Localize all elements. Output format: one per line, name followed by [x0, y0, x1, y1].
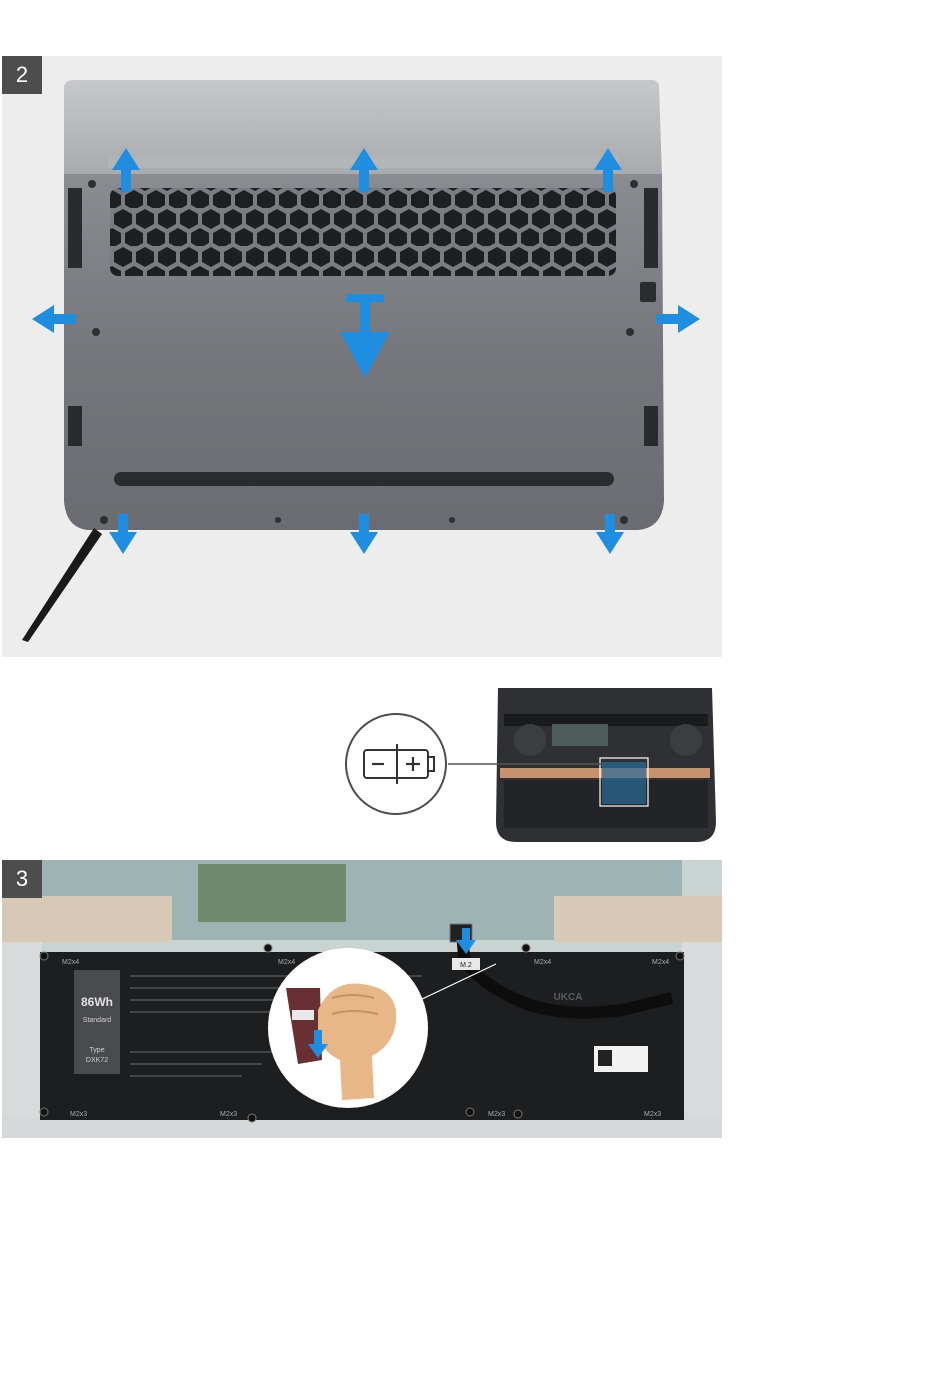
step-2-panel: 2 [2, 56, 722, 657]
cable-pull-detail [268, 948, 428, 1108]
battery-type-code: DXK72 [86, 1057, 108, 1064]
battery-standard-text: Standard [83, 1017, 112, 1024]
battery-type-text: Type [89, 1047, 104, 1054]
hex-vent-grille [110, 188, 616, 276]
screw-label: M2x4 [62, 959, 79, 966]
svg-text:M.2: M.2 [460, 962, 472, 969]
memory-module [198, 864, 346, 922]
battery-cable-callout [340, 682, 730, 847]
step-number-badge: 3 [2, 860, 42, 898]
screw-label: M2x3 [644, 1111, 661, 1118]
battery-capacity: 86Wh [81, 995, 113, 1009]
laptop-overview-image [496, 688, 716, 842]
step-number-badge: 2 [2, 56, 42, 94]
rubber-foot [114, 472, 614, 486]
base-cover-illustration [2, 56, 722, 657]
battery-illustration: 86Wh Standard Type DXK72 M2x4 M2x4 M2x4 … [2, 860, 722, 1138]
step-3-panel: 3 86Wh Standard Type DXK72 M2x4 [2, 860, 722, 1138]
screw-label: M2x4 [534, 959, 551, 966]
screw-label: M2x3 [70, 1111, 87, 1118]
screw-label: M2x4 [652, 959, 669, 966]
screw-label: M2x4 [278, 959, 295, 966]
screw-label: M2x3 [488, 1111, 505, 1118]
screw-label: M2x3 [220, 1111, 237, 1118]
ukca-mark: UKCA [554, 992, 583, 1003]
plastic-scribe [22, 528, 102, 642]
